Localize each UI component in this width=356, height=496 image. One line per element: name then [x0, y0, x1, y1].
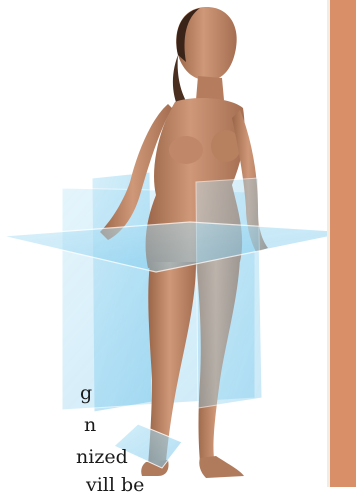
figure-neck: [196, 76, 224, 100]
transverse-plane: [2, 222, 352, 272]
figure-foot-left: [199, 456, 244, 478]
sagittal-plane-front: [196, 178, 262, 408]
figure-chest-left: [169, 136, 203, 164]
sidebar-strip: [330, 0, 356, 487]
oblique-plane: [114, 424, 182, 468]
